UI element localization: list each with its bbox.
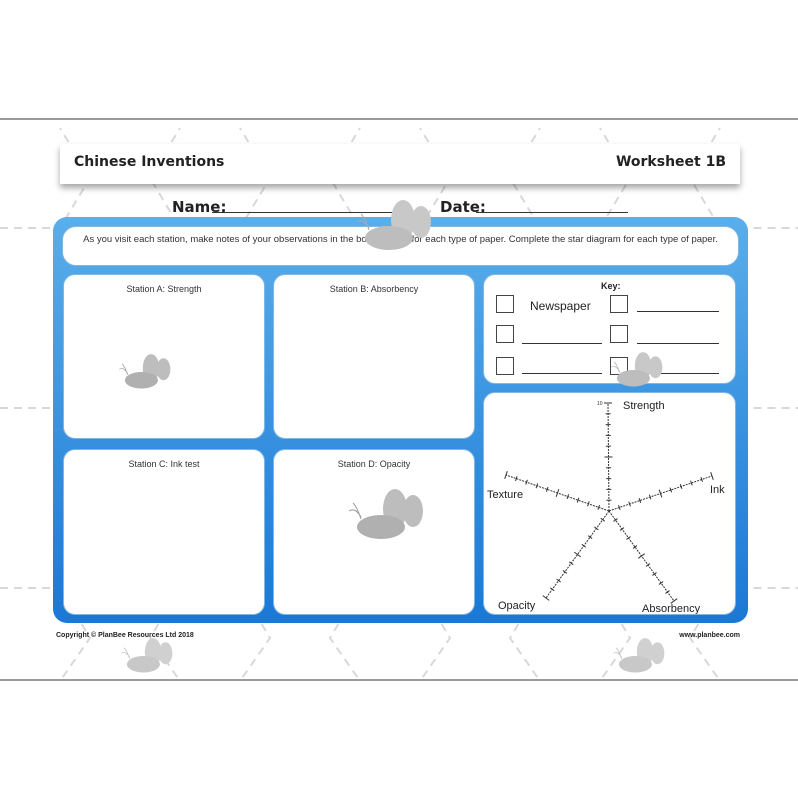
- station-c-label: Station C: Ink test: [128, 459, 200, 469]
- axis-tick: [566, 494, 570, 500]
- axis-tick: [628, 501, 631, 507]
- key-label-newspaper: Newspaper: [530, 299, 591, 313]
- axis-tick: [556, 578, 561, 583]
- bee-watermark: [119, 354, 171, 389]
- website-link[interactable]: www.planbee.com: [679, 632, 740, 639]
- key-checkbox-5[interactable]: [496, 357, 514, 375]
- copyright-text: Copyright © PlanBee Resources Ltd 2018: [56, 632, 194, 639]
- axis-tick: [648, 494, 652, 500]
- axis-tick: [597, 504, 600, 510]
- axis-label-texture: Texture: [487, 489, 523, 501]
- axis-tick: [626, 536, 631, 540]
- date-label: Date:: [440, 198, 486, 216]
- axis-tick: [700, 476, 703, 483]
- key-line-5[interactable]: [522, 373, 602, 374]
- key-line-3[interactable]: [522, 343, 602, 344]
- axis-tick: [645, 563, 651, 567]
- station-a-label: Station A: Strength: [126, 284, 202, 294]
- axis-label-strength: Strength: [623, 400, 665, 412]
- scale-max-label: 10: [597, 401, 603, 407]
- axis-tick: [613, 518, 618, 522]
- axis-tick: [594, 526, 599, 531]
- worksheet-title: Chinese Inventions: [74, 154, 225, 170]
- date-field[interactable]: [476, 212, 628, 213]
- key-box: Key: Newspaper: [483, 274, 736, 384]
- station-c-box[interactable]: Station C: Ink test: [63, 449, 265, 615]
- axis-tick: [618, 504, 621, 511]
- star-diagram-box[interactable]: 10 Strength Ink Absorbency Opacity Textu…: [483, 392, 736, 615]
- axis-tick: [637, 553, 646, 559]
- axis-tick: [562, 570, 568, 574]
- axis-tick: [669, 487, 673, 493]
- axis-tick: [665, 590, 670, 594]
- axis-tick: [542, 595, 550, 601]
- axis-tick: [549, 587, 555, 592]
- axis-tick: [525, 479, 528, 485]
- axis-tick: [545, 486, 549, 492]
- axis-tick: [581, 543, 587, 548]
- name-field[interactable]: [212, 212, 422, 213]
- axis-tick: [658, 581, 664, 585]
- axis-label-ink: Ink: [710, 484, 725, 496]
- axis-tick: [504, 471, 508, 479]
- axis-tick: [619, 527, 625, 531]
- axis-tick: [690, 480, 693, 486]
- title-bar: Chinese Inventions Worksheet 1B: [60, 144, 740, 184]
- station-a-box[interactable]: Station A: Strength: [63, 274, 265, 439]
- axis-tick: [600, 517, 606, 522]
- bee-watermark: [611, 352, 663, 387]
- axis-tick: [658, 489, 663, 498]
- station-d-label: Station D: Opacity: [337, 459, 411, 469]
- axis-label-absorbency: Absorbency: [642, 603, 701, 615]
- axis-tick: [576, 497, 580, 503]
- bee-watermark: [613, 638, 665, 673]
- axis-tick: [632, 545, 638, 549]
- axis-label-opacity: Opacity: [498, 600, 536, 612]
- axis-tick: [555, 489, 560, 497]
- axis-tick: [587, 535, 593, 539]
- axis-tick: [573, 551, 582, 558]
- key-line-2[interactable]: [637, 311, 719, 312]
- axis-tick: [638, 497, 642, 504]
- key-line-4[interactable]: [637, 343, 719, 344]
- worksheet-number: Worksheet 1B: [615, 154, 726, 170]
- axis-tick: [652, 572, 657, 576]
- axis-tick: [670, 598, 678, 604]
- station-b-box[interactable]: Station B: Absorbency: [273, 274, 475, 439]
- axis-tick: [587, 501, 590, 507]
- axis-tick: [568, 561, 574, 566]
- key-checkbox-4[interactable]: [610, 325, 628, 343]
- axis-tick: [515, 476, 518, 482]
- axis-tick: [710, 472, 714, 480]
- station-b-label: Station B: Absorbency: [329, 284, 419, 294]
- axis-tick: [535, 483, 539, 489]
- key-checkbox-3[interactable]: [496, 325, 514, 343]
- bee-watermark: [356, 200, 431, 250]
- key-checkbox-2[interactable]: [610, 295, 628, 313]
- key-title: Key:: [601, 281, 621, 291]
- bee-watermark: [121, 638, 173, 673]
- bee-watermark: [348, 489, 423, 539]
- name-label: Name:: [172, 198, 227, 216]
- axis-tick: [679, 483, 683, 490]
- key-line-6[interactable]: [637, 373, 719, 374]
- star-diagram: 10 Strength Ink Absorbency Opacity Textu…: [487, 400, 725, 615]
- key-checkbox-1[interactable]: [496, 295, 514, 313]
